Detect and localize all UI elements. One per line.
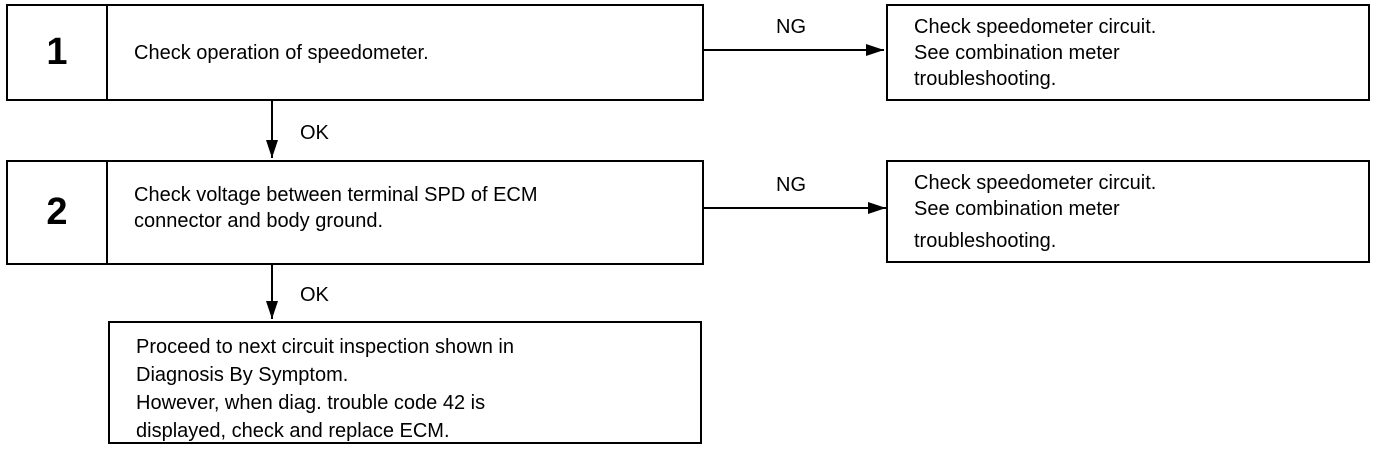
ok-label-1: OK [300, 122, 329, 144]
step-1-box: 1 Check operation of speedometer. [6, 4, 704, 101]
final-line-4: displayed, check and replace ECM. [136, 420, 450, 442]
final-action-box: Proceed to next circuit inspection shown… [108, 321, 702, 444]
result-2-line-1: Check speedometer circuit. [914, 172, 1157, 194]
step-1-number: 1 [8, 6, 108, 99]
result-2-line-2: See combination meter [914, 198, 1120, 220]
step-2-ng-result: Check speedometer circuit. See combinati… [886, 160, 1370, 263]
ok-label-2: OK [300, 284, 329, 306]
step-2-number: 2 [8, 162, 108, 263]
result-1-line-2: See combination meter [914, 42, 1120, 64]
step-2-box: 2 Check voltage between terminal SPD of … [6, 160, 704, 265]
step-1-text: Check operation of speedometer. [134, 41, 429, 64]
result-1-line-3: troubleshooting. [914, 68, 1057, 90]
ng-label-1: NG [776, 16, 806, 38]
final-line-3: However, when diag. trouble code 42 is [136, 392, 486, 414]
ng-label-2: NG [776, 174, 806, 196]
result-1-line-1: Check speedometer circuit. [914, 16, 1157, 38]
step-2-text-line-1: Check voltage between terminal SPD of EC… [134, 184, 538, 206]
result-2-line-3: troubleshooting. [914, 230, 1057, 252]
step-1-ng-result: Check speedometer circuit. See combinati… [886, 4, 1370, 101]
final-line-1: Proceed to next circuit inspection shown… [136, 336, 514, 358]
final-line-2: Diagnosis By Symptom. [136, 364, 349, 386]
step-2-text-line-2: connector and body ground. [134, 210, 384, 232]
